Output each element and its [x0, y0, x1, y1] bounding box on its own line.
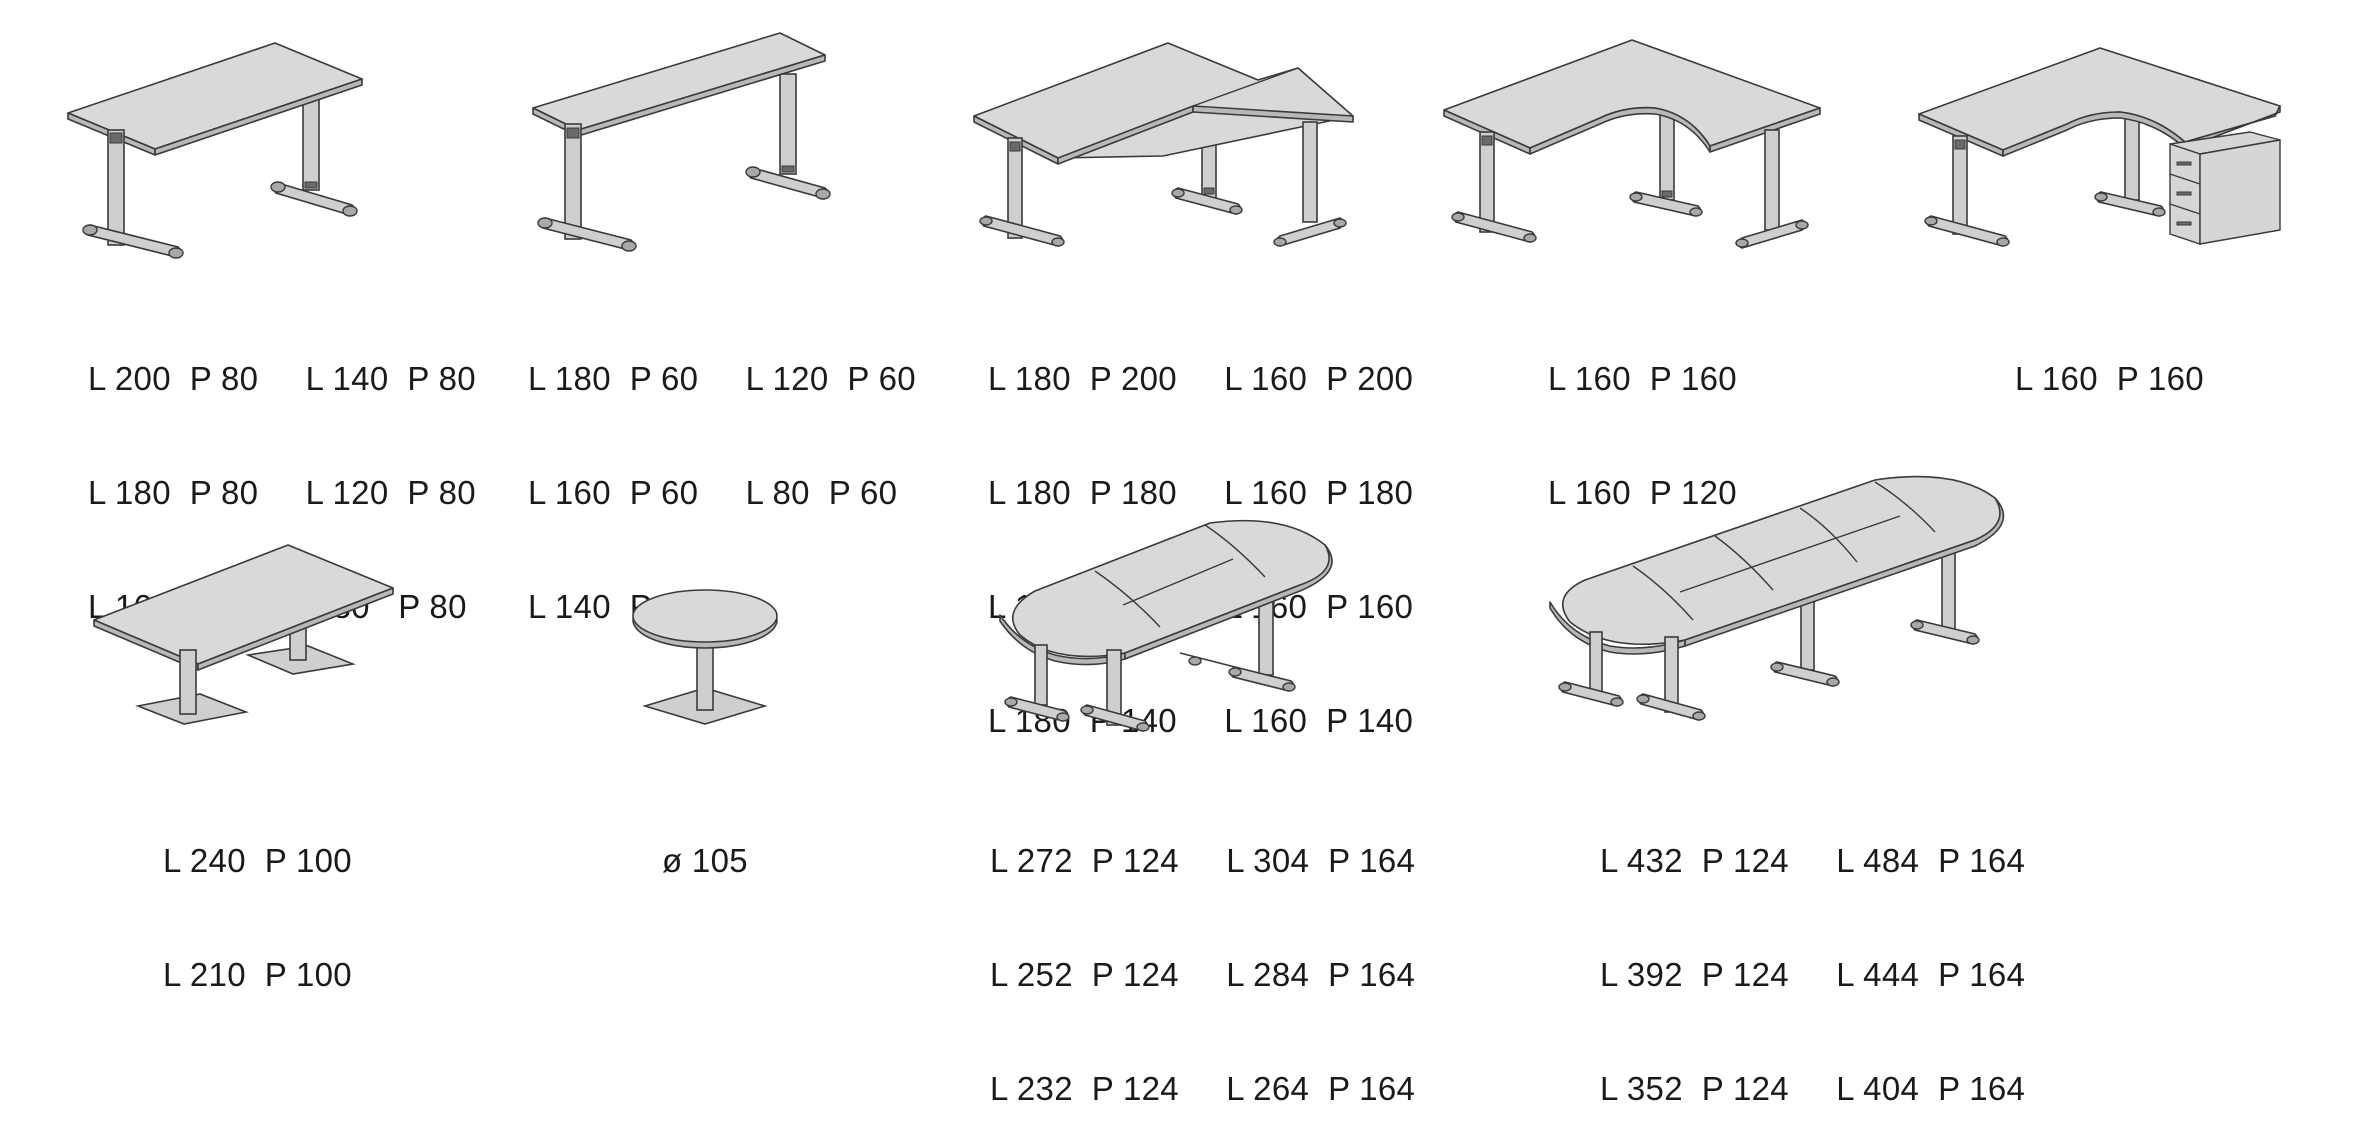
conference-table-small-drawing: [995, 515, 1345, 740]
spec-line: L 252 P 124 L 284 P 164: [990, 956, 1416, 993]
spec-desk-rect-80: L 200 P 80 L 140 P 80 L 180 P 80 L 120 P…: [88, 284, 476, 664]
spec-line: L 200 P 80 L 140 P 80: [88, 360, 476, 397]
desk-l-shape-drawing: [968, 38, 1368, 248]
spec-line: L 160 P 120: [1548, 474, 1737, 511]
spec-desk-corner-pedestal: L 160 P 160: [2015, 284, 2204, 436]
spec-line: L 180 P 60 L 120 P 60: [528, 360, 916, 397]
spec-line: L 160 P 160: [1548, 360, 1737, 397]
meeting-table-rect-drawing: [88, 540, 408, 730]
desk-rect-80-drawing: [60, 35, 380, 265]
spec-line: L 180 P 80 L 120 P 80: [88, 474, 476, 511]
spec-line: L 232 P 124 L 264 P 164: [990, 1070, 1416, 1107]
spec-line: ø 105: [662, 842, 748, 879]
desk-corner-curved-drawing: [1440, 36, 1830, 251]
spec-line: L 160 P 160: [2015, 360, 2204, 397]
spec-line: L 352 P 124 L 404 P 164: [1600, 1070, 2026, 1107]
spec-line: L 180 P 140 L 160 P 140: [988, 702, 1414, 739]
spec-desk-corner-curved: L 160 P 160 L 160 P 120: [1548, 284, 1737, 550]
desk-corner-pedestal-drawing: [1915, 44, 2295, 254]
spec-line: L 432 P 124 L 484 P 164: [1600, 842, 2026, 879]
spec-meeting-table-round: ø 105: [662, 766, 748, 918]
spec-conference-table-large: L 432 P 124 L 484 P 164 L 392 P 124 L 44…: [1600, 766, 2025, 1146]
meeting-table-round-drawing: [625, 588, 785, 728]
spec-line: L 160 P 60 L 80 P 60: [528, 474, 898, 511]
conference-table-large-drawing: [1545, 472, 2015, 732]
desk-rect-60-drawing: [525, 28, 845, 258]
spec-meeting-table-rect: L 240 P 100 L 210 P 100: [163, 766, 352, 1032]
spec-desk-rect-60: L 180 P 60 L 120 P 60 L 160 P 60 L 80 P …: [528, 284, 916, 664]
spec-line: L 210 P 100: [163, 956, 352, 993]
spec-line: L 180 P 200 L 160 P 200: [988, 360, 1414, 397]
spec-line: L 180 P 180 L 160 P 180: [988, 474, 1414, 511]
spec-line: L 240 P 100: [163, 842, 352, 879]
spec-line: L 272 P 124 L 304 P 164: [990, 842, 1416, 879]
spec-line: L 392 P 124 L 444 P 164: [1600, 956, 2026, 993]
spec-conference-table-small: L 272 P 124 L 304 P 164 L 252 P 124 L 28…: [990, 766, 1415, 1146]
